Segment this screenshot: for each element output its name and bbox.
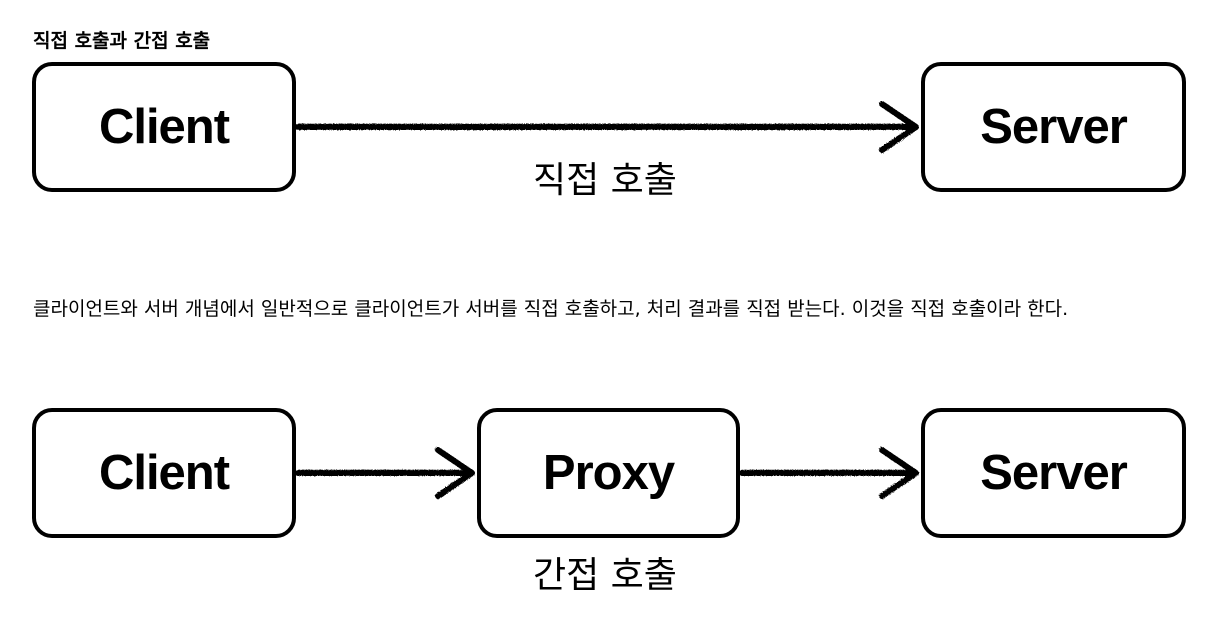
proxy-to-server-arrow	[739, 447, 919, 499]
indirect-server-label: Server	[980, 446, 1128, 500]
section-title: 직접 호출과 간접 호출	[33, 30, 211, 52]
indirect-client-box: Client	[32, 408, 296, 538]
direct-server-box: Server	[921, 62, 1186, 192]
direct-server-label: Server	[980, 100, 1128, 154]
indirect-proxy-box: Proxy	[477, 408, 740, 538]
indirect-proxy-label: Proxy	[542, 446, 675, 500]
client-to-proxy-arrow	[295, 447, 475, 499]
direct-client-box: Client	[32, 62, 296, 192]
direct-call-caption: 직접 호출	[533, 160, 677, 201]
direct-arrow	[295, 101, 919, 153]
indirect-server-box: Server	[921, 408, 1186, 538]
description-paragraph: 클라이언트와 서버 개념에서 일반적으로 클라이언트가 서버를 직접 호출하고,…	[33, 298, 1069, 320]
indirect-client-label: Client	[98, 446, 230, 500]
direct-client-label: Client	[98, 100, 230, 154]
indirect-call-caption: 간접 호출	[533, 555, 677, 596]
